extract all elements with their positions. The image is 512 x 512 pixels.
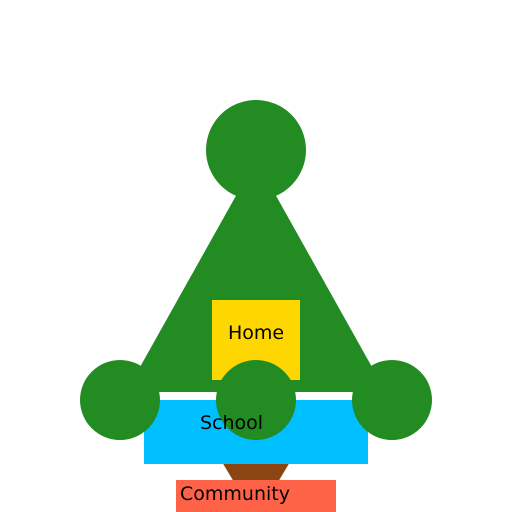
community-label: Community bbox=[180, 483, 290, 505]
left-circle bbox=[80, 360, 160, 440]
top-circle bbox=[206, 100, 306, 200]
tree-canopy bbox=[126, 160, 386, 392]
home-label: Home bbox=[228, 322, 284, 344]
community-box bbox=[176, 480, 336, 512]
school-label: School bbox=[200, 412, 263, 434]
tree-trunk bbox=[222, 462, 290, 482]
right-circle bbox=[352, 360, 432, 440]
center-circle bbox=[216, 360, 296, 440]
